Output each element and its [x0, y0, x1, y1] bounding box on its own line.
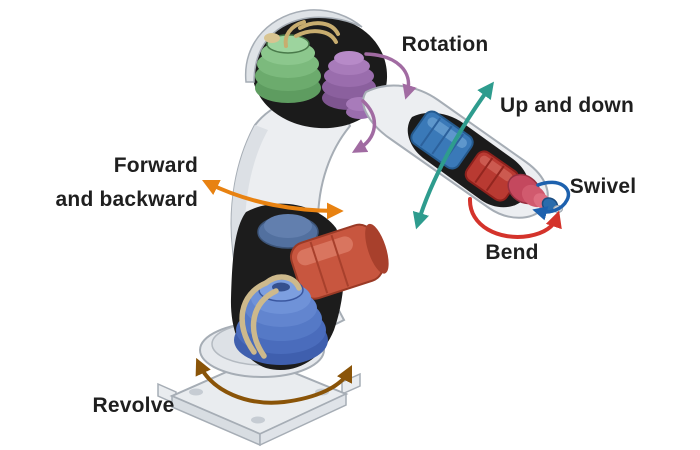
lower-joint-cutaway [230, 203, 389, 371]
bend-label: Bend [485, 241, 539, 264]
cable-harness-lower [239, 274, 302, 359]
rotation-arrow-upper [364, 52, 417, 100]
revolve-arrow [195, 357, 353, 405]
rotation-arrow-lower [351, 99, 377, 153]
up-down-arrow [412, 81, 494, 230]
bend-arrow [467, 197, 562, 239]
forward-backward-arrow [201, 179, 344, 220]
rotation-arrows [351, 52, 417, 153]
rotation-label: Rotation [401, 33, 489, 56]
forward-backward-label-line1: Forward [113, 154, 198, 177]
cable-harness-upper [283, 20, 340, 48]
revolve-label: Revolve [92, 394, 175, 417]
elbow-motor-red [289, 223, 389, 300]
shoulder-motor-green [255, 33, 321, 103]
forward-backward-label: Forward and backward [36, 149, 198, 217]
swivel-label: Swivel [569, 175, 637, 198]
bolt-hole [189, 388, 203, 396]
up-and-down-label: Up and down [499, 94, 634, 117]
forward-backward-label-line2: and backward [55, 188, 198, 211]
bolt-hole [251, 416, 265, 424]
